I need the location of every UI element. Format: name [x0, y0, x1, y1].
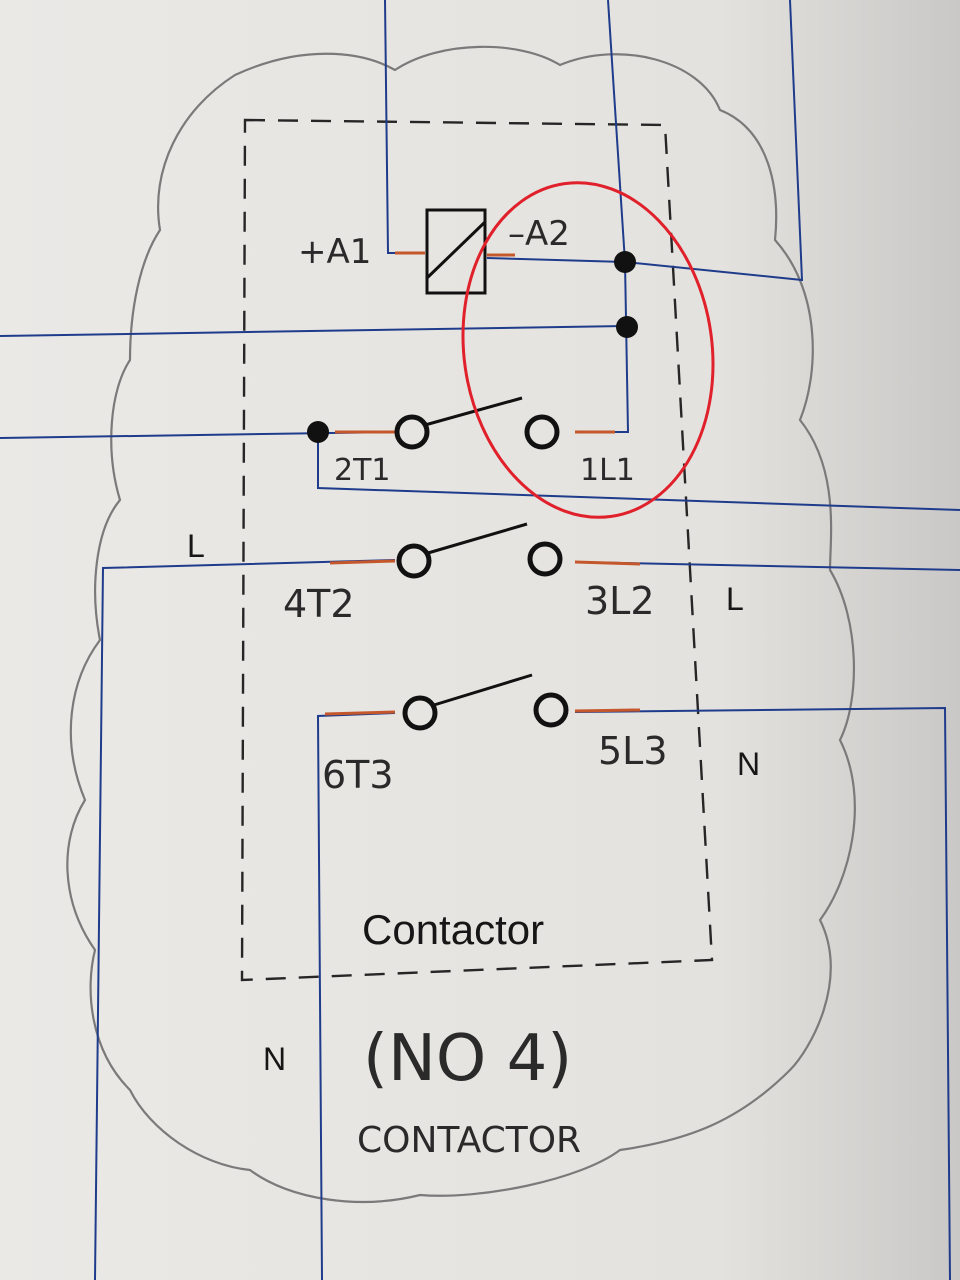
label-bottom-n: N	[263, 1041, 286, 1077]
label-right-l: L	[726, 581, 744, 617]
terminal-3l2	[527, 541, 563, 577]
label-a2: –A2	[508, 214, 570, 254]
label-1l1: 1L1	[580, 453, 635, 488]
supply-wire-upper	[0, 325, 626, 337]
note-no4: (NO 4)	[363, 1022, 572, 1096]
terminal-4t2	[396, 543, 432, 579]
label-3l2: 3L2	[585, 579, 655, 623]
label-left-l: L	[187, 528, 205, 564]
t2-wire	[94, 559, 396, 1280]
junction-dots	[307, 251, 638, 443]
a2-branch-wire	[486, 0, 804, 282]
red-highlight-circle	[461, 181, 715, 519]
terminal-leads	[324, 251, 641, 716]
terminal-5l3	[533, 692, 569, 728]
pencil-cloud-outline	[66, 45, 856, 1203]
contactor-enclosure-dashed	[240, 118, 714, 982]
note-contactor: CONTACTOR	[357, 1120, 581, 1161]
label-6t3: 6T3	[322, 753, 394, 797]
terminal-6t3	[402, 695, 438, 731]
t1-drop-wire	[317, 432, 960, 511]
label-5l3: 5L3	[598, 729, 668, 773]
coil-symbol	[425, 208, 487, 295]
contactor-title: Contactor	[362, 906, 544, 953]
label-2t1: 2T1	[334, 453, 391, 488]
label-right-n: N	[737, 746, 760, 782]
terminal-1l1	[524, 414, 560, 450]
contacts	[394, 396, 569, 731]
terminal-2t1	[394, 414, 430, 450]
t1-left-wire	[0, 431, 396, 439]
label-4t2: 4T2	[283, 582, 355, 626]
label-a1: +A1	[298, 232, 371, 272]
n-supply-wire	[574, 706, 951, 1280]
